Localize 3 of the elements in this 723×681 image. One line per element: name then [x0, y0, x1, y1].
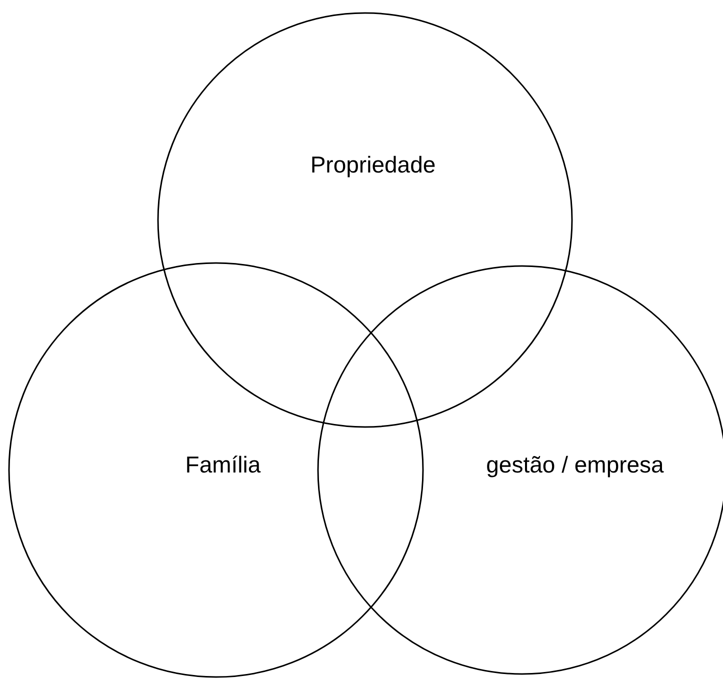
circle-label: Propriedade	[310, 152, 436, 178]
circle-label: gestão / empresa	[486, 452, 664, 478]
circle-label: Família	[185, 452, 261, 478]
